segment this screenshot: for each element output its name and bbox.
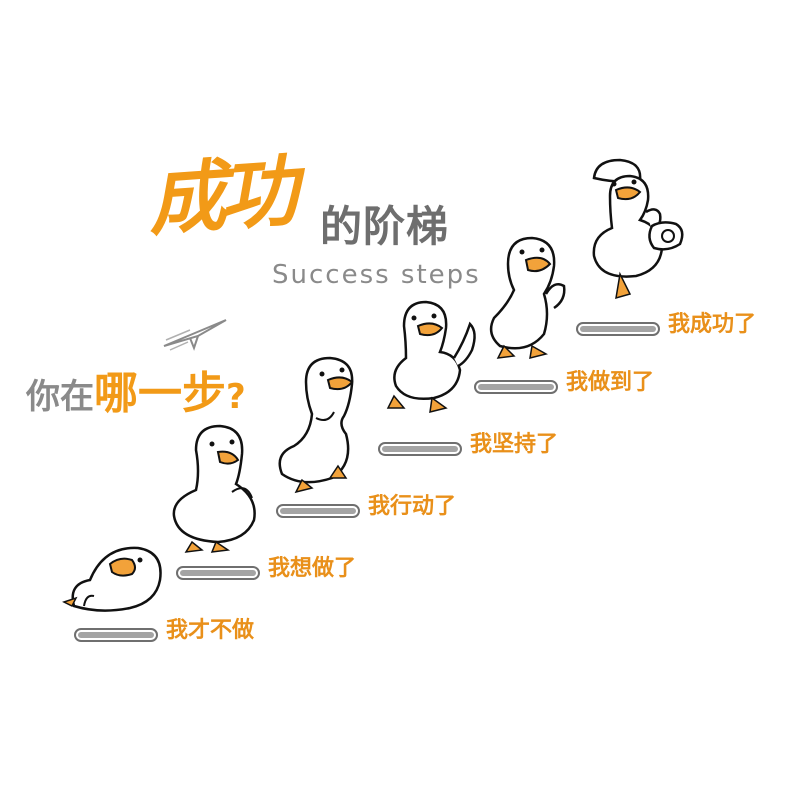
step-3: 我行动了 (276, 496, 481, 528)
duck-icon (386, 300, 476, 413)
duck-icon (62, 546, 162, 612)
title-sub: 的阶梯 (320, 202, 450, 251)
duck-icon (172, 424, 256, 553)
step-bar (378, 442, 462, 456)
question-highlight: 哪一步 (94, 368, 226, 419)
question-mark: ? (226, 377, 246, 417)
step-2: 我想做了 (176, 558, 381, 590)
question-heading: 你在哪一步? (26, 372, 246, 416)
step-label: 我坚持了 (470, 432, 559, 457)
title-main: 成功 (144, 146, 295, 247)
step-bar (576, 322, 660, 336)
step-label: 我才不做 (166, 618, 255, 643)
step-bar (176, 566, 260, 580)
step-1: 我才不做 (74, 620, 279, 652)
step-label: 我成功了 (668, 312, 757, 337)
paper-plane-icon (163, 319, 227, 351)
step-label: 我做到了 (566, 370, 655, 395)
step-6: 我成功了 (576, 314, 781, 346)
step-5: 我做到了 (474, 372, 679, 404)
step-label: 我行动了 (368, 494, 457, 519)
question-prefix: 你在 (26, 377, 94, 417)
step-bar (276, 504, 360, 518)
step-label: 我想做了 (268, 556, 357, 581)
duck-icon (278, 356, 354, 494)
step-bar (474, 380, 558, 394)
step-4: 我坚持了 (378, 434, 583, 466)
title-english: Success steps (272, 260, 481, 290)
step-bar (74, 628, 158, 642)
duck-icon (592, 158, 684, 300)
duck-icon (489, 236, 566, 360)
